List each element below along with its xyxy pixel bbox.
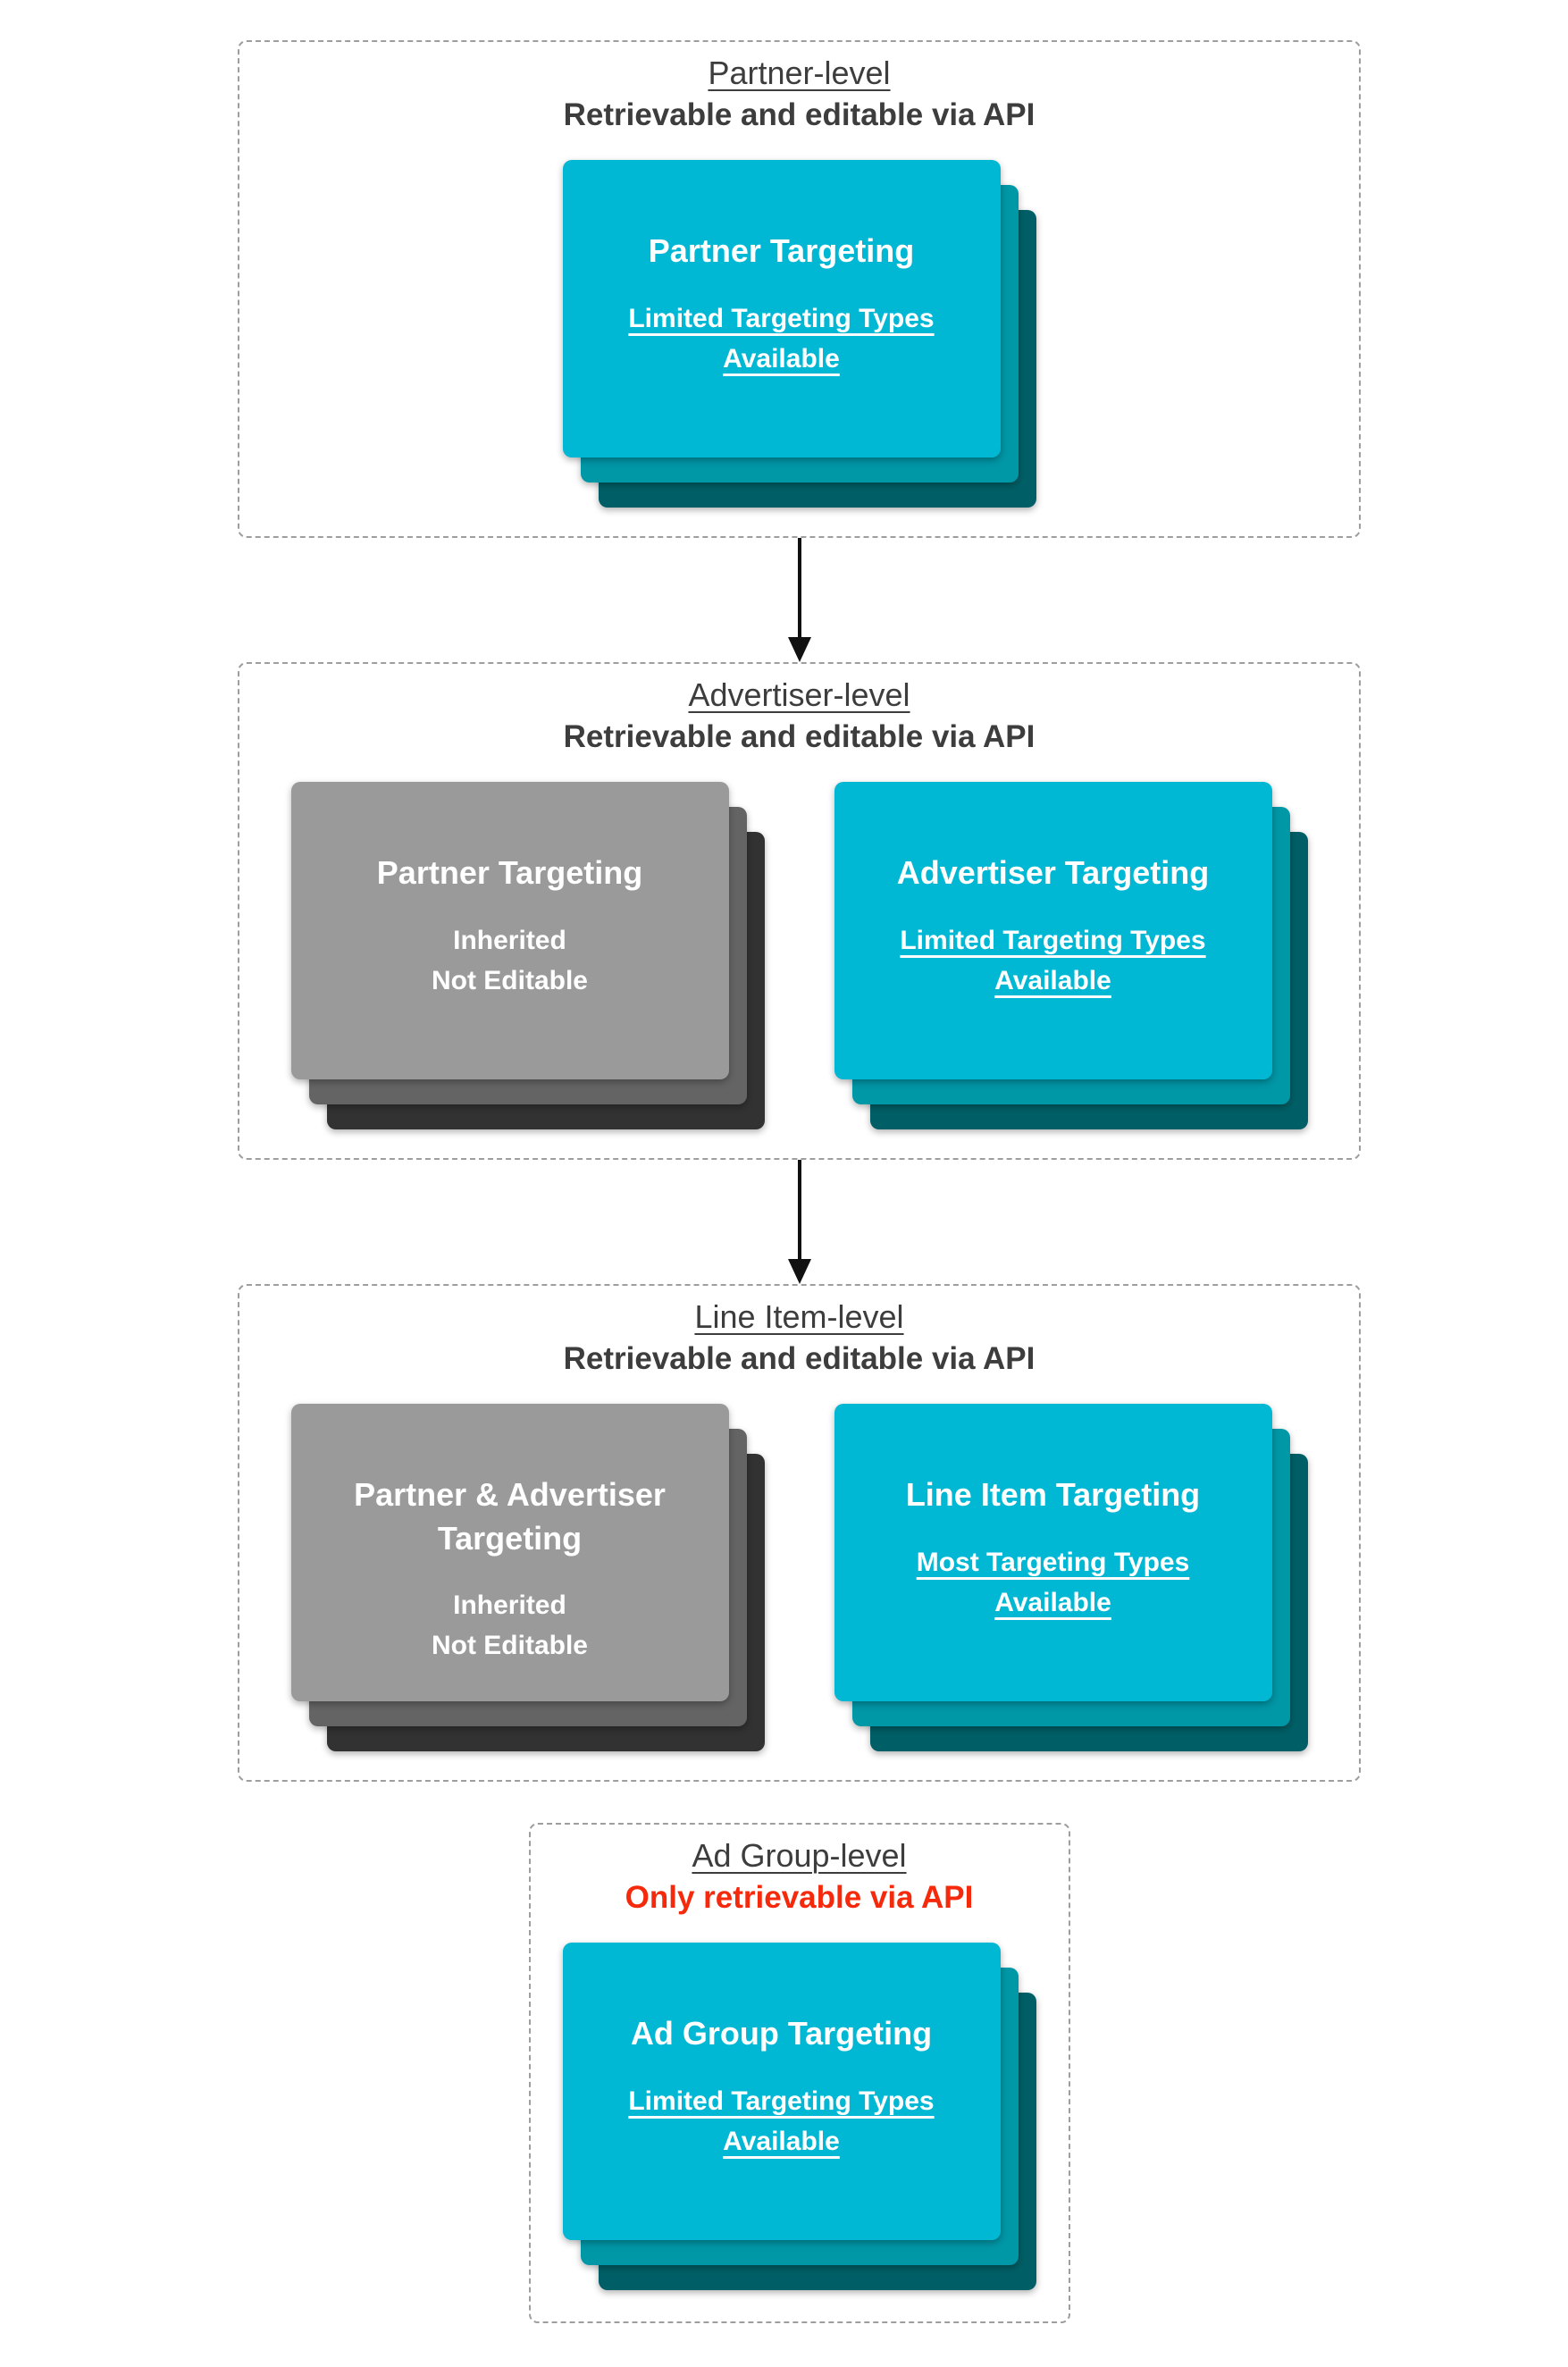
partner-targeting-card-stack: Partner Targeting Limited Targeting Type…: [562, 160, 1036, 508]
card-body: Inherited Not Editable: [431, 1591, 588, 1661]
cards-row: Partner Targeting Inherited Not Editable…: [239, 782, 1359, 1130]
line-item-targeting-card-stack: Line Item Targeting Most Targeting Types…: [834, 1404, 1308, 1752]
section-partner-level: Partner-level Retrievable and editable v…: [238, 40, 1361, 538]
down-arrow-line: [797, 538, 801, 638]
card-body: Limited Targeting Types Available: [628, 303, 935, 374]
flow-arrow-area-1: [238, 538, 1361, 662]
card-body: Inherited Not Editable: [431, 925, 588, 995]
diagram-column: Partner-level Retrievable and editable v…: [238, 0, 1361, 2323]
down-arrow-head: [787, 1259, 811, 1284]
inherited-partner-targeting-card: Partner Targeting Inherited Not Editable: [290, 782, 729, 1080]
section-subtitle-alert: Only retrievable via API: [625, 1879, 974, 1915]
card-body: Limited Targeting Types Available: [628, 2086, 935, 2156]
section-line-item-level: Line Item-level Retrievable and editable…: [238, 1284, 1361, 1782]
down-arrow-head: [787, 637, 811, 662]
card-body: Limited Targeting Types Available: [900, 925, 1206, 995]
flow-arrow-area-2: [238, 1160, 1361, 1284]
inherited-partner-targeting-card-stack: Partner Targeting Inherited Not Editable: [290, 782, 765, 1130]
section-subtitle: Retrievable and editable via API: [563, 97, 1036, 132]
cards-row: Partner Targeting Limited Targeting Type…: [239, 160, 1359, 508]
section-subtitle: Retrievable and editable via API: [563, 718, 1036, 754]
card-title: Ad Group Targeting: [630, 2015, 933, 2052]
card-title: Partner Targeting: [648, 232, 915, 270]
down-arrow-line: [797, 1160, 801, 1260]
line-item-targeting-card: Line Item Targeting Most Targeting Types…: [834, 1404, 1272, 1702]
ad-group-targeting-card: Ad Group Targeting Limited Targeting Typ…: [562, 1943, 1001, 2241]
card-title: Advertiser Targeting: [896, 854, 1210, 892]
section-title: Line Item-level: [694, 1298, 904, 1335]
card-title: Partner & Advertiser Targeting: [354, 1476, 666, 1557]
section-ad-group-level: Ad Group-level Only retrievable via API …: [528, 1823, 1070, 2323]
cards-row: Partner & Advertiser Targeting Inherited…: [239, 1404, 1359, 1752]
card-title: Partner Targeting: [376, 854, 643, 892]
section-title: Partner-level: [708, 55, 891, 91]
section-subtitle: Retrievable and editable via API: [563, 1340, 1036, 1376]
card-title: Line Item Targeting: [905, 1476, 1201, 1514]
section-advertiser-level: Advertiser-level Retrievable and editabl…: [238, 662, 1361, 1160]
cards-row: Ad Group Targeting Limited Targeting Typ…: [531, 1943, 1069, 2291]
advertiser-targeting-card: Advertiser Targeting Limited Targeting T…: [834, 782, 1272, 1080]
section-title: Ad Group-level: [692, 1837, 907, 1874]
ad-group-targeting-card-stack: Ad Group Targeting Limited Targeting Typ…: [562, 1943, 1036, 2291]
card-body: Most Targeting Types Available: [916, 1547, 1190, 1617]
advertiser-targeting-card-stack: Advertiser Targeting Limited Targeting T…: [834, 782, 1308, 1130]
inherited-partner-advertiser-targeting-card-stack: Partner & Advertiser Targeting Inherited…: [290, 1404, 765, 1752]
section-title: Advertiser-level: [688, 676, 910, 713]
partner-targeting-card: Partner Targeting Limited Targeting Type…: [562, 160, 1001, 458]
inherited-partner-advertiser-targeting-card: Partner & Advertiser Targeting Inherited…: [290, 1404, 729, 1702]
